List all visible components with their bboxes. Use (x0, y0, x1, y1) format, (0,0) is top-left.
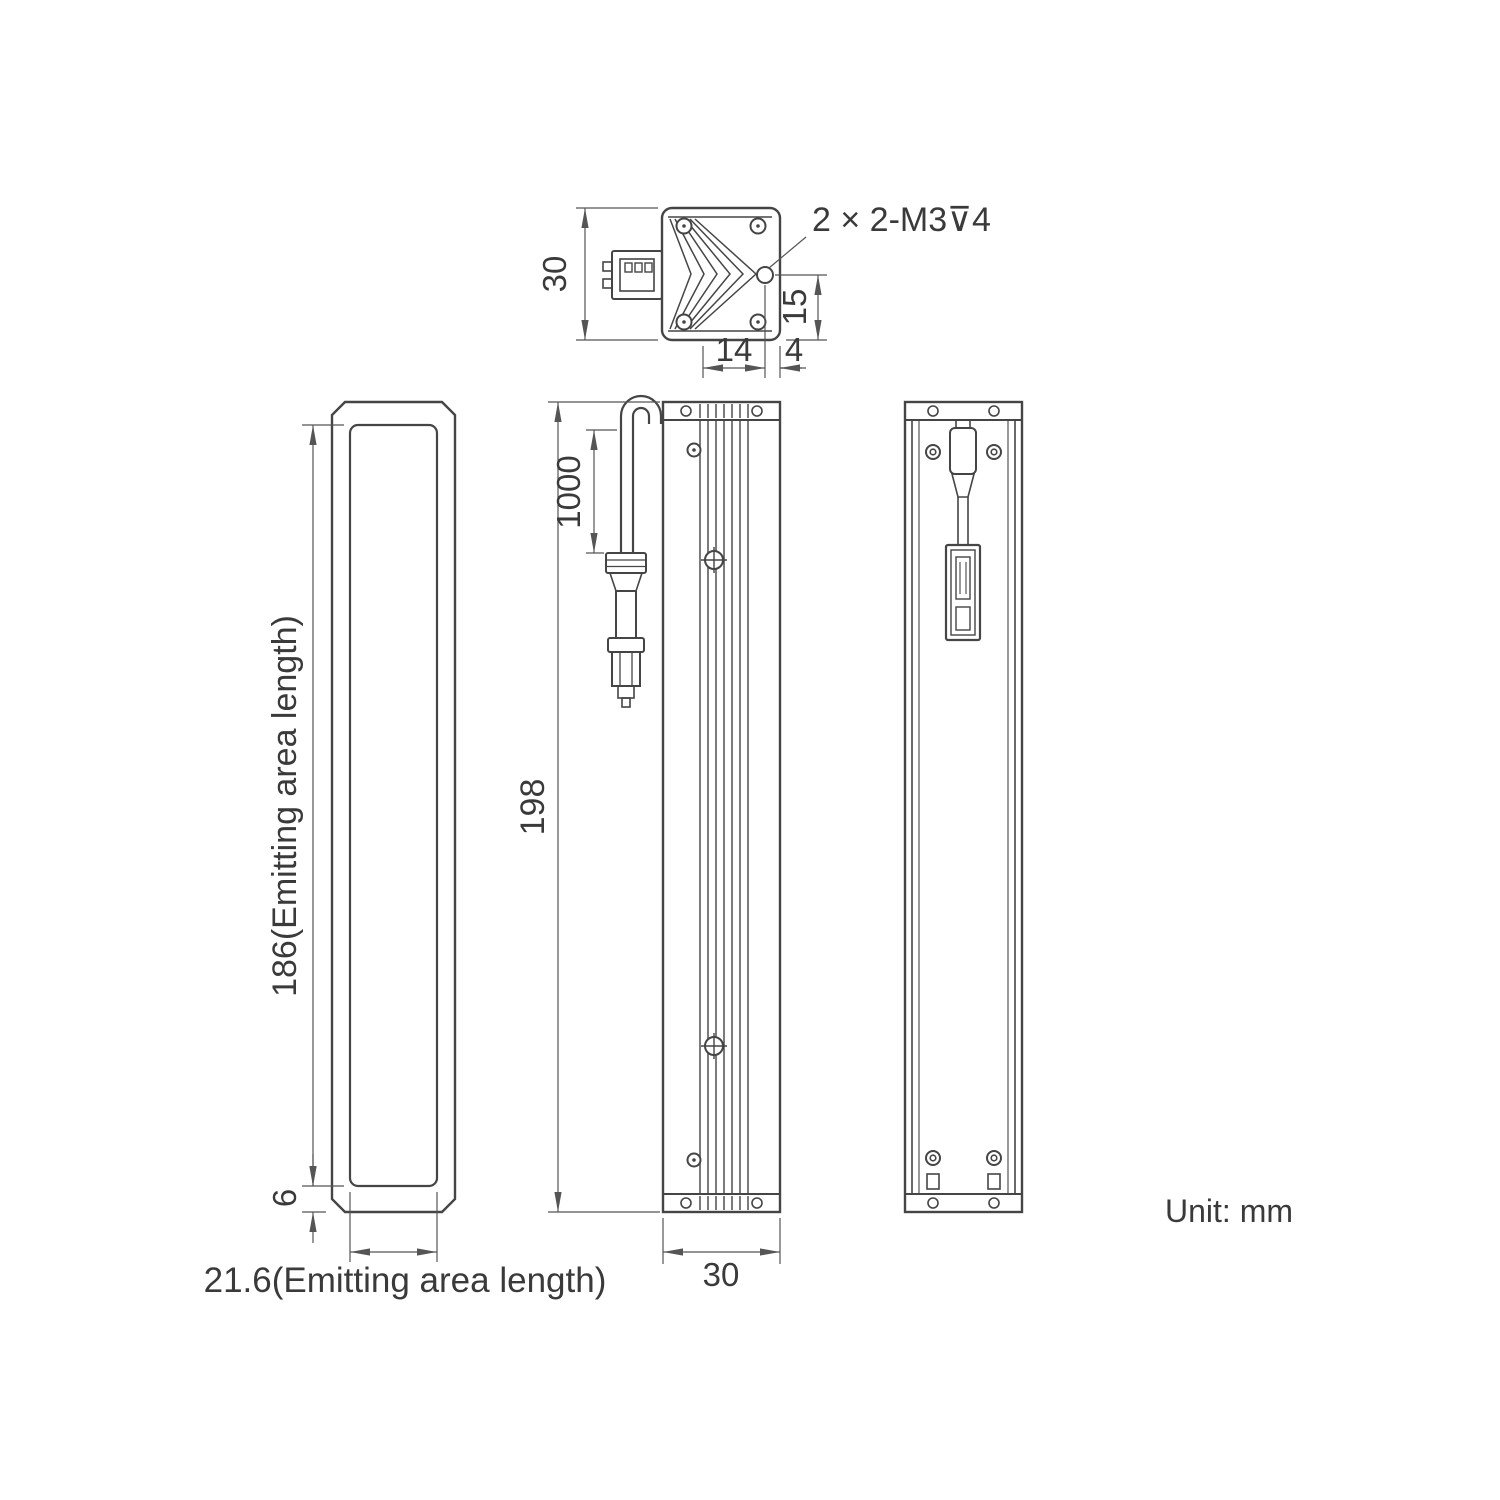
top-view-dimension-lines (576, 207, 827, 378)
rear-view (903, 400, 1024, 1214)
thread-callout-label: 2 × 2-M3⊽4 (812, 201, 991, 239)
dim-emitting-width-label: 21.6(Emitting area length) (204, 1261, 607, 1300)
top-view-corner-screws (675, 217, 767, 331)
dim-bottom-margin-label: 6 (266, 1189, 303, 1207)
dim-hole-to-edge-label: 15 (776, 289, 813, 326)
front-view-dimension-lines (302, 424, 438, 1262)
crosshair-screw-upper (701, 547, 727, 573)
rear-view-cap-holes (927, 405, 1000, 1209)
top-view (602, 206, 782, 342)
side-view-labels: 1000 198 30 (514, 455, 739, 1293)
rear-view-wall-lines (911, 420, 1016, 1194)
rear-view-connector (944, 420, 982, 642)
rear-view-body (903, 400, 1024, 1214)
front-view-body (330, 400, 457, 1214)
dim-cable-length-label: 1000 (550, 455, 587, 528)
crosshair-screw-lower (701, 1033, 727, 1059)
thread-callout-leader (768, 236, 807, 269)
unit-note: Unit: mm (1165, 1193, 1293, 1229)
dim-emitting-length-label: 186(Emitting area length) (266, 615, 304, 997)
dim-top-height-label: 30 (536, 256, 573, 293)
dim-overall-length-label: 198 (514, 779, 552, 836)
top-view-m3-hole (756, 266, 774, 284)
dim-hole-pitch-label: 14 (716, 331, 753, 368)
side-view-heatsink-fins (699, 404, 749, 1210)
side-view-body (661, 400, 782, 1214)
side-view-cap-holes (680, 405, 763, 1209)
top-view-connector (602, 250, 663, 300)
dim-edge-offset-label: 4 (785, 331, 803, 368)
side-view (605, 394, 782, 1214)
dim-depth-label: 30 (703, 1256, 740, 1293)
cable (619, 394, 663, 553)
cable-connector-plug (605, 552, 647, 708)
front-view-emitting-window (348, 423, 439, 1188)
rear-view-screws (925, 444, 1002, 1190)
front-view-labels: 186(Emitting area length) 6 21.6(Emittin… (204, 615, 607, 1300)
front-view (330, 400, 457, 1214)
top-view-heatsink-fins (668, 216, 772, 332)
top-view-labels: 30 2 × 2-M3⊽4 15 14 4 (536, 201, 991, 368)
top-view-body (660, 206, 782, 342)
side-view-dimension-lines (548, 401, 781, 1264)
side-view-screws (686, 442, 727, 1168)
